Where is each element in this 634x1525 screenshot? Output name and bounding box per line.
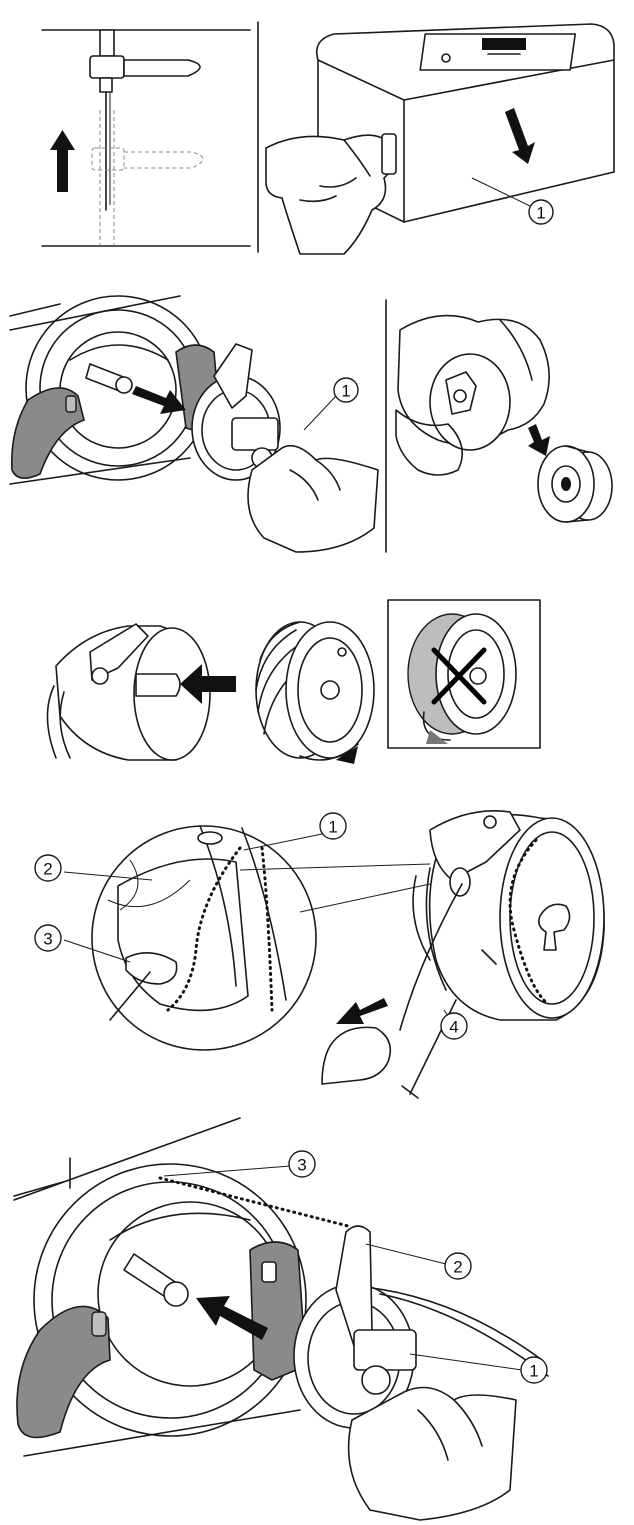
panel-open-cover: 1	[265, 23, 615, 255]
panel-reinsert-bobbin-case: 3 2 1	[13, 1117, 549, 1521]
callout-2-tension-spring: 2	[43, 860, 52, 879]
callout-2-finger: 2	[453, 1258, 462, 1277]
drop-arrow-icon	[528, 424, 550, 456]
bobbin-case-threaded	[412, 810, 605, 1021]
callout-1-cover: 1	[536, 204, 545, 223]
left-lever-large	[16, 1305, 111, 1439]
callout-3-thread-exit: 3	[43, 930, 52, 949]
panel-remove-bobbin-case: 1	[9, 295, 379, 553]
threaded-bobbin	[255, 621, 375, 764]
wrong-bobbin	[407, 613, 517, 744]
callout-1-bobbin-case-reinsert: 1	[529, 1362, 538, 1381]
bobbin-icon	[537, 445, 613, 523]
rotation-arrow-icon	[336, 746, 358, 764]
down-arrow-icon	[505, 108, 535, 164]
feed-dog-icon	[482, 38, 526, 55]
pull-thread-arrow-icon	[336, 998, 388, 1024]
callout-1-thread-slot: 1	[328, 818, 337, 837]
pull-arrow-icon	[132, 386, 186, 414]
panel-thread-tension: 2 3 1 4	[34, 810, 605, 1099]
callout-1-bobbin-case: 1	[341, 382, 350, 401]
panel-raise-needle	[41, 29, 251, 247]
panel-insert-bobbin	[46, 599, 541, 764]
wrong-direction-box	[387, 599, 541, 749]
panel-release-bobbin	[395, 314, 613, 523]
callout-3-notch: 3	[297, 1156, 306, 1175]
x-mark-icon	[431, 647, 487, 705]
insert-arrow-icon	[180, 664, 236, 704]
insert-case-arrow-icon	[196, 1296, 268, 1340]
callout-4-thread-length: 4	[449, 1018, 458, 1037]
up-arrow-icon	[50, 130, 75, 192]
wrong-rotation-arrow-icon	[426, 730, 448, 744]
